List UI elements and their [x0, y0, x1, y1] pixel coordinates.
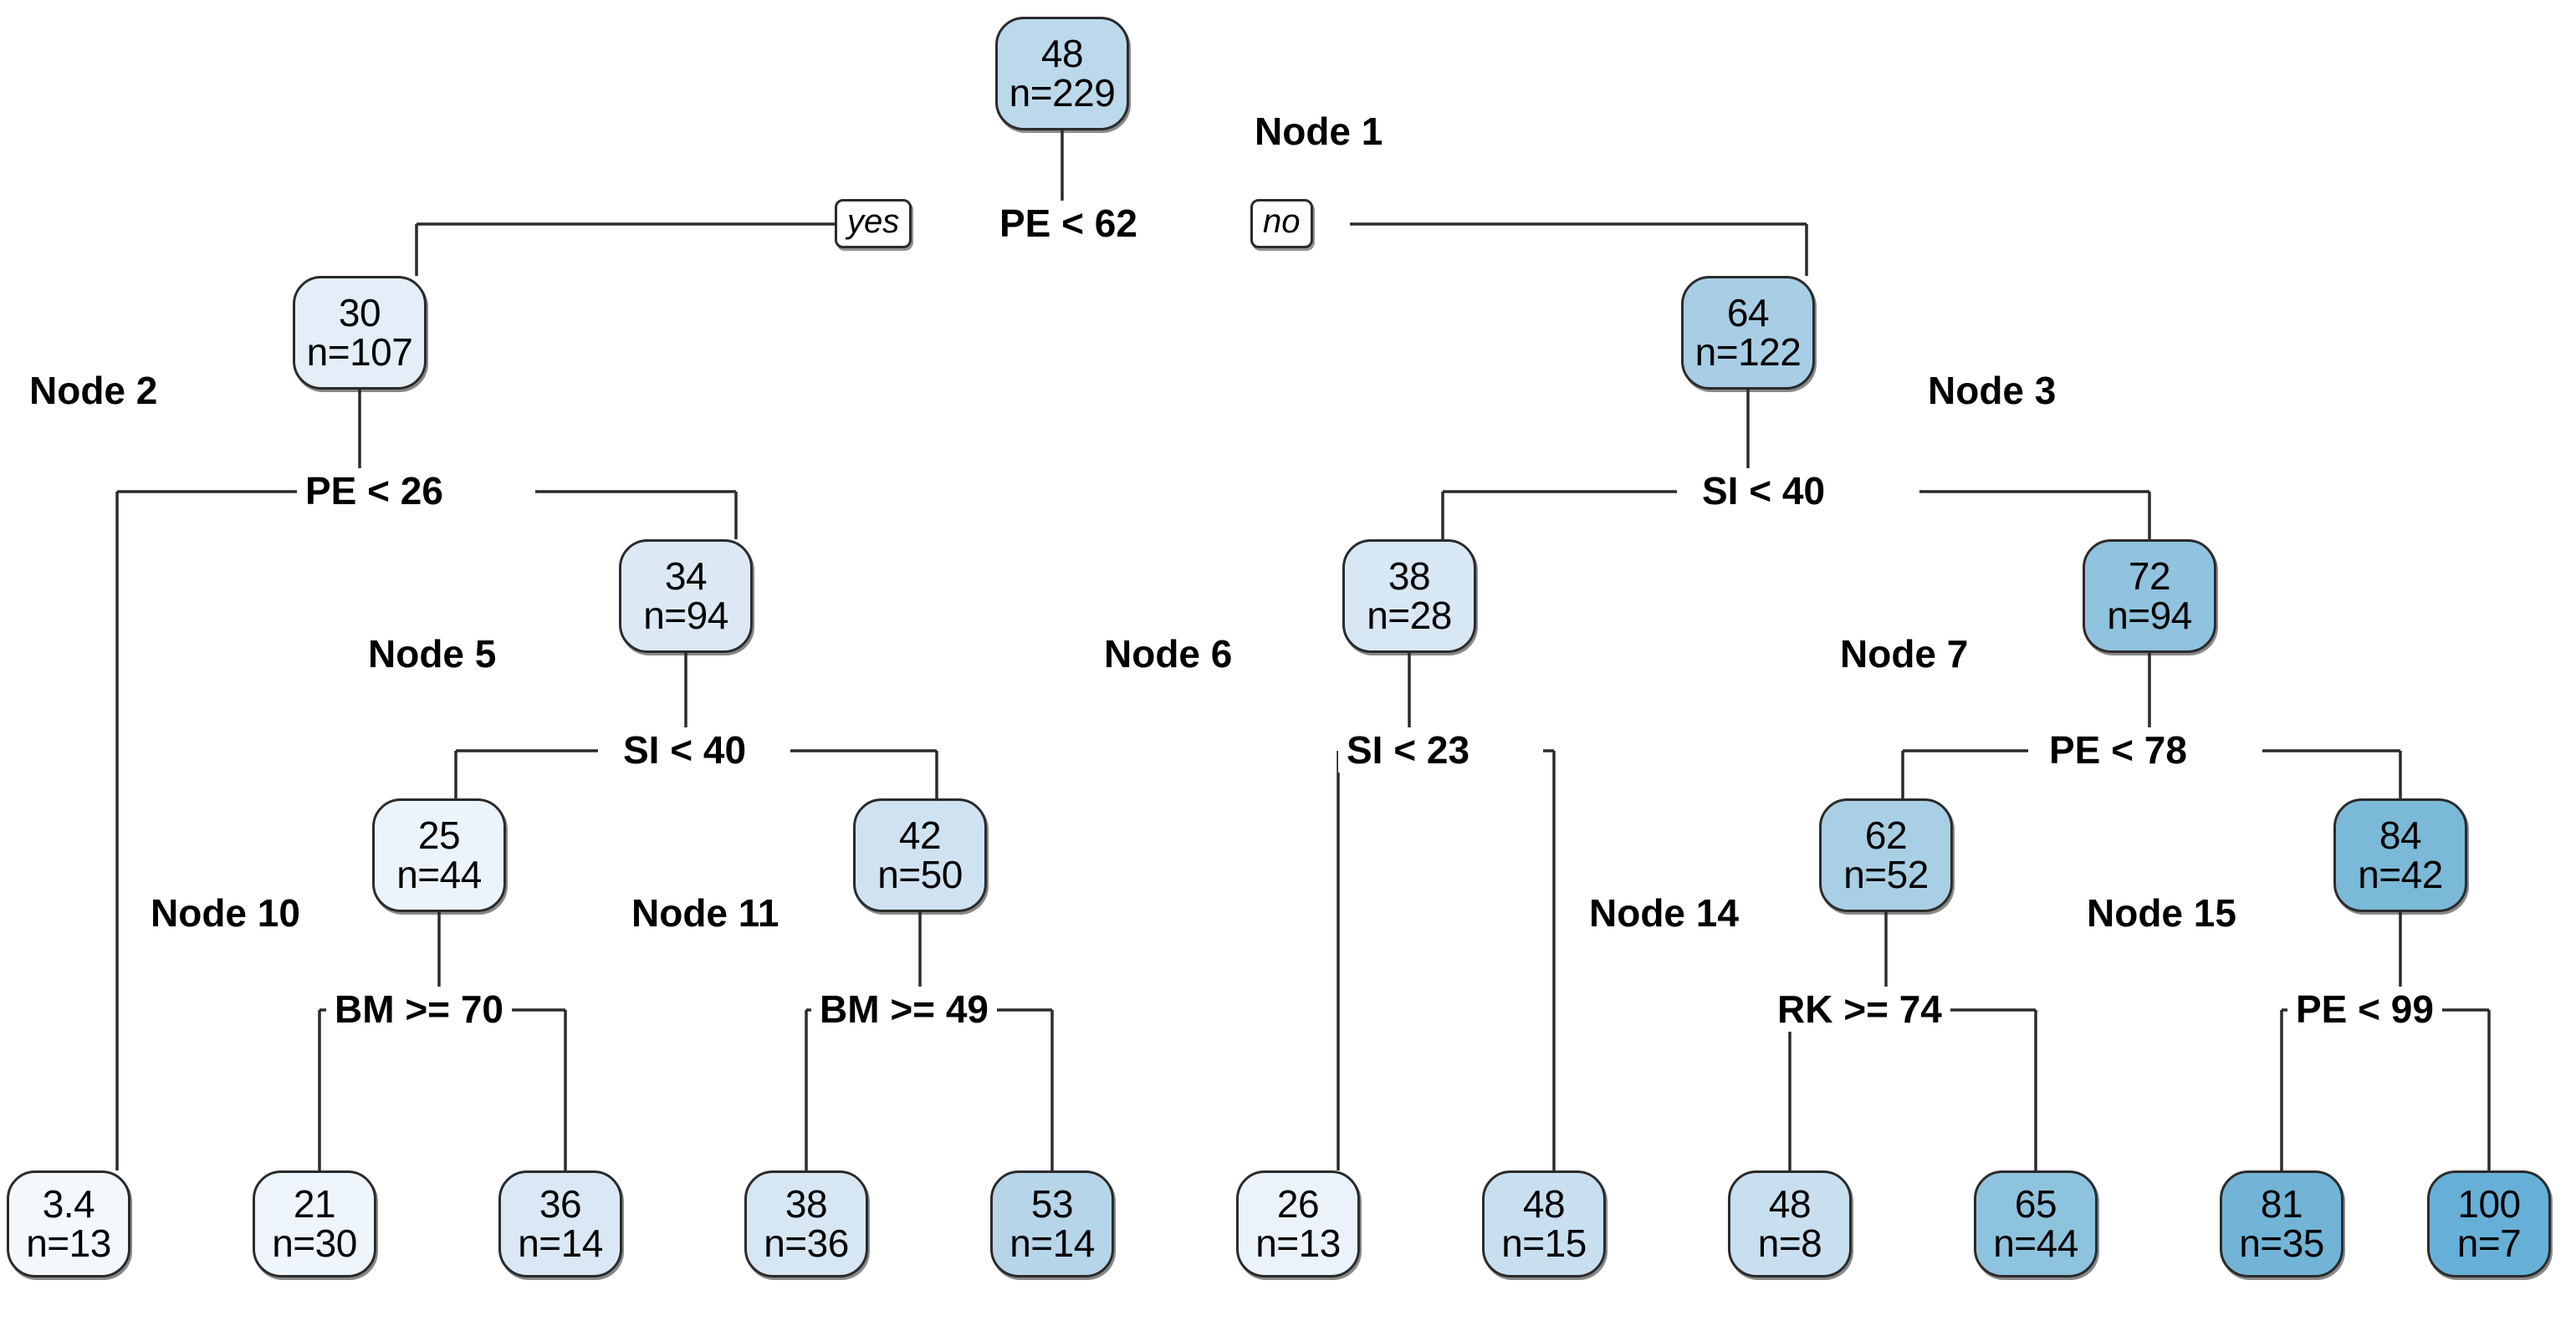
split-label-s2: PE < 26 — [297, 468, 452, 513]
node-count: n=42 — [2358, 853, 2443, 896]
node-value: 42 — [898, 813, 942, 858]
node-count: n=229 — [1009, 71, 1116, 115]
node-value: 62 — [1864, 813, 1908, 858]
node-value: 84 — [2379, 813, 2422, 858]
node-value: 3.4 — [42, 1182, 95, 1226]
node-value: 25 — [417, 813, 461, 858]
node-count: n=35 — [2239, 1221, 2324, 1265]
node-count: n=28 — [1367, 594, 1452, 637]
yes-branch-box: yes — [835, 199, 912, 248]
node-value: 48 — [1522, 1182, 1566, 1226]
node-count: n=36 — [764, 1221, 849, 1265]
node-count: n=50 — [877, 853, 963, 896]
node-caption-nl2: Node 2 — [29, 369, 158, 412]
node-value: 38 — [785, 1182, 828, 1226]
split-label-s7: PE < 78 — [2041, 727, 2195, 773]
no-branch-box: no — [1250, 199, 1313, 248]
node-caption-nl5: Node 5 — [368, 632, 497, 676]
node-value: 38 — [1388, 554, 1431, 599]
split-label-s10: BM >= 70 — [326, 987, 512, 1032]
node-count: n=14 — [1009, 1221, 1095, 1265]
node-count: n=15 — [1501, 1221, 1587, 1265]
split-label-s3: SI < 40 — [1694, 468, 1834, 513]
node-value: 26 — [1276, 1182, 1320, 1226]
node-count: n=52 — [1843, 853, 1929, 896]
node-value: 64 — [1726, 291, 1770, 335]
node-value: 36 — [539, 1182, 582, 1226]
node-caption-nl10: Node 10 — [151, 891, 300, 935]
node-caption-nl1: Node 1 — [1255, 110, 1383, 153]
node-value: 48 — [1040, 32, 1084, 76]
node-value: 53 — [1030, 1182, 1074, 1226]
split-label-s14: RK >= 74 — [1769, 987, 1950, 1032]
node-count: n=30 — [272, 1221, 357, 1265]
node-value: 65 — [2014, 1182, 2057, 1226]
node-value: 48 — [1768, 1182, 1812, 1226]
split-label-s15: PE < 99 — [2287, 987, 2442, 1032]
node-caption-nl15: Node 15 — [2087, 891, 2236, 935]
node-value: 100 — [2457, 1182, 2521, 1226]
node-count: n=94 — [643, 594, 728, 637]
node-caption-nl11: Node 11 — [631, 891, 779, 935]
node-count: n=13 — [1255, 1221, 1341, 1265]
node-value: 34 — [664, 554, 708, 599]
node-count: n=44 — [396, 853, 482, 896]
node-count: n=13 — [26, 1221, 111, 1265]
node-count: n=44 — [1993, 1221, 2078, 1265]
node-caption-nl14: Node 14 — [1589, 891, 1739, 935]
node-caption-nl7: Node 7 — [1840, 632, 1969, 676]
split-label-s1: PE < 62 — [991, 201, 1146, 246]
node-count: n=7 — [2456, 1221, 2522, 1265]
node-value: 72 — [2128, 554, 2171, 599]
node-count: n=107 — [306, 330, 413, 374]
node-count: n=14 — [518, 1221, 603, 1265]
node-caption-nl6: Node 6 — [1104, 632, 1233, 676]
node-value: 81 — [2260, 1182, 2303, 1226]
node-count: n=122 — [1694, 330, 1802, 374]
node-count: n=94 — [2107, 594, 2192, 637]
node-value: 21 — [293, 1182, 336, 1226]
node-value: 30 — [338, 291, 381, 335]
split-label-s6: SI < 23 — [1338, 727, 1479, 773]
node-count: n=8 — [1757, 1221, 1822, 1265]
split-label-s11: BM >= 49 — [811, 987, 997, 1032]
node-caption-nl3: Node 3 — [1928, 369, 2057, 412]
split-label-s5: SI < 40 — [615, 727, 755, 773]
